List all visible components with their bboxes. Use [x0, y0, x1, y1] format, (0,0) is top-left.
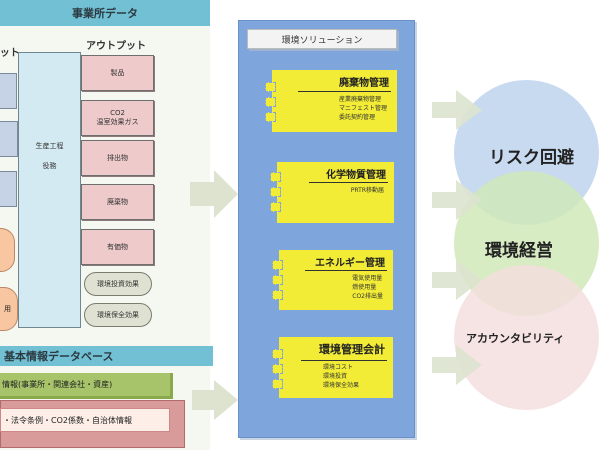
- card-divider: [298, 91, 391, 92]
- card-item: 燃使用量: [352, 284, 377, 291]
- card-chemical-management[interactable]: 化学物質管理 PRTR移動届: [270, 162, 394, 223]
- circle-label-risk: リスク回避: [489, 148, 574, 168]
- binder-ring-icon: [270, 187, 281, 197]
- solution-title-text: 環境ソリューション: [281, 35, 363, 46]
- arrow-right-icon: [192, 380, 238, 420]
- card-item: 委託契約管理: [338, 114, 375, 121]
- card-item: 環境保全効果: [322, 382, 359, 389]
- card-items: PRTR移動届: [351, 186, 384, 195]
- card-item: マニフェスト管理: [338, 105, 387, 112]
- output-label: 有価物: [107, 242, 128, 251]
- input-oval: [0, 228, 15, 272]
- binder-ring-icon: [265, 97, 276, 107]
- base-db-header: 基本情報データベース: [0, 346, 213, 366]
- effect-label: 環境投資効果: [97, 280, 139, 288]
- binder-ring-icon: [265, 112, 276, 122]
- card-title: 廃棄物管理: [339, 78, 389, 89]
- effect-conservation: 環境保全効果: [84, 303, 152, 327]
- arrow-right-icon: [432, 90, 482, 130]
- output-box-waste: 廃棄物: [81, 184, 154, 220]
- output-label: 廃棄物: [107, 197, 128, 206]
- office-data-title: 事業所データ: [72, 7, 138, 20]
- office-data-header: 事業所データ: [0, 0, 210, 26]
- arrow-right-icon: [432, 260, 482, 300]
- card-items: 産業廃棄物管理 マニフェスト管理 委託契約管理: [339, 95, 387, 122]
- circle-label-accountability: アカウンタビリティ: [466, 332, 565, 345]
- output-box-valuables: 有価物: [81, 229, 154, 265]
- effect-investment: 環境投資効果: [84, 272, 152, 296]
- effect-label: 環境保全効果: [97, 311, 139, 319]
- input-box: [0, 171, 17, 207]
- binder-ring-icon: [265, 82, 276, 92]
- binder-ring-icon: [270, 202, 281, 212]
- solution-title: 環境ソリューション: [247, 29, 397, 49]
- arrow-right-icon: [432, 345, 482, 385]
- output-label: 製品: [110, 68, 125, 77]
- input-oval: 用: [0, 287, 18, 331]
- card-title: 環境管理会計: [319, 343, 385, 356]
- binder-ring-icon: [272, 290, 283, 300]
- output-box-product: 製品: [81, 55, 154, 91]
- base-db-title: 基本情報データベース: [4, 350, 114, 363]
- base-db-row-label: 情報(事業所・関連会社・資産): [2, 380, 113, 389]
- output-label: 排出物: [107, 153, 128, 162]
- card-waste-management[interactable]: 廃棄物管理 産業廃棄物管理 マニフェスト管理 委託契約管理: [265, 70, 397, 132]
- output-box-co2: CO2 温室効果ガス: [81, 100, 154, 136]
- card-divider: [309, 182, 388, 183]
- arrow-right-icon: [190, 170, 238, 218]
- card-divider: [305, 270, 387, 271]
- binder-ring-icon: [272, 260, 283, 270]
- card-item: 産業廃棄物管理: [338, 96, 381, 103]
- card-items: 電気使用量 燃使用量 CO2排出量: [352, 274, 383, 301]
- arrow-right-icon: [432, 180, 482, 220]
- card-item: 電気使用量: [352, 275, 383, 282]
- input-box: [0, 73, 17, 109]
- input-oval-label: 用: [4, 305, 11, 313]
- process-line2: 役務: [42, 162, 57, 170]
- output-box-emissions: 排出物: [81, 140, 154, 176]
- process-box: 生産工程 役務: [18, 52, 81, 328]
- binder-ring-icon: [272, 349, 283, 359]
- card-title: 化学物質管理: [326, 170, 386, 181]
- card-energy-management[interactable]: エネルギー管理 電気使用量 燃使用量 CO2排出量: [272, 250, 393, 310]
- base-db-row-company: 情報(事業所・関連会社・資産): [0, 373, 173, 399]
- card-environmental-accounting[interactable]: 環境管理会計 環境コスト 環境投資 環境保全効果: [272, 337, 393, 398]
- output-label: CO2 温室効果ガス: [96, 109, 139, 126]
- card-title: エネルギー管理: [315, 258, 385, 269]
- card-divider: [301, 360, 387, 361]
- card-items: 環境コスト 環境投資 環境保全効果: [323, 363, 359, 390]
- circle-label-management: 環境経営: [485, 241, 553, 261]
- base-db-row-label: ・法令条例・CO2係数・自治体情報: [3, 415, 132, 425]
- binder-ring-icon: [270, 172, 281, 182]
- card-item: PRTR移動届: [350, 187, 384, 194]
- input-label: インプット: [0, 48, 20, 59]
- input-box: [0, 121, 18, 157]
- card-item: 環境投資: [322, 373, 347, 380]
- output-label: アウトプット: [86, 41, 146, 52]
- base-db-row-law: ・法令条例・CO2係数・自治体情報: [0, 408, 170, 432]
- binder-ring-icon: [272, 364, 283, 374]
- binder-ring-icon: [272, 275, 283, 285]
- circle-accountability: [454, 265, 599, 410]
- binder-ring-icon: [272, 379, 283, 389]
- card-item: CO2排出量: [352, 293, 383, 300]
- process-line1: 生産工程: [35, 142, 64, 150]
- card-item: 環境コスト: [322, 364, 353, 371]
